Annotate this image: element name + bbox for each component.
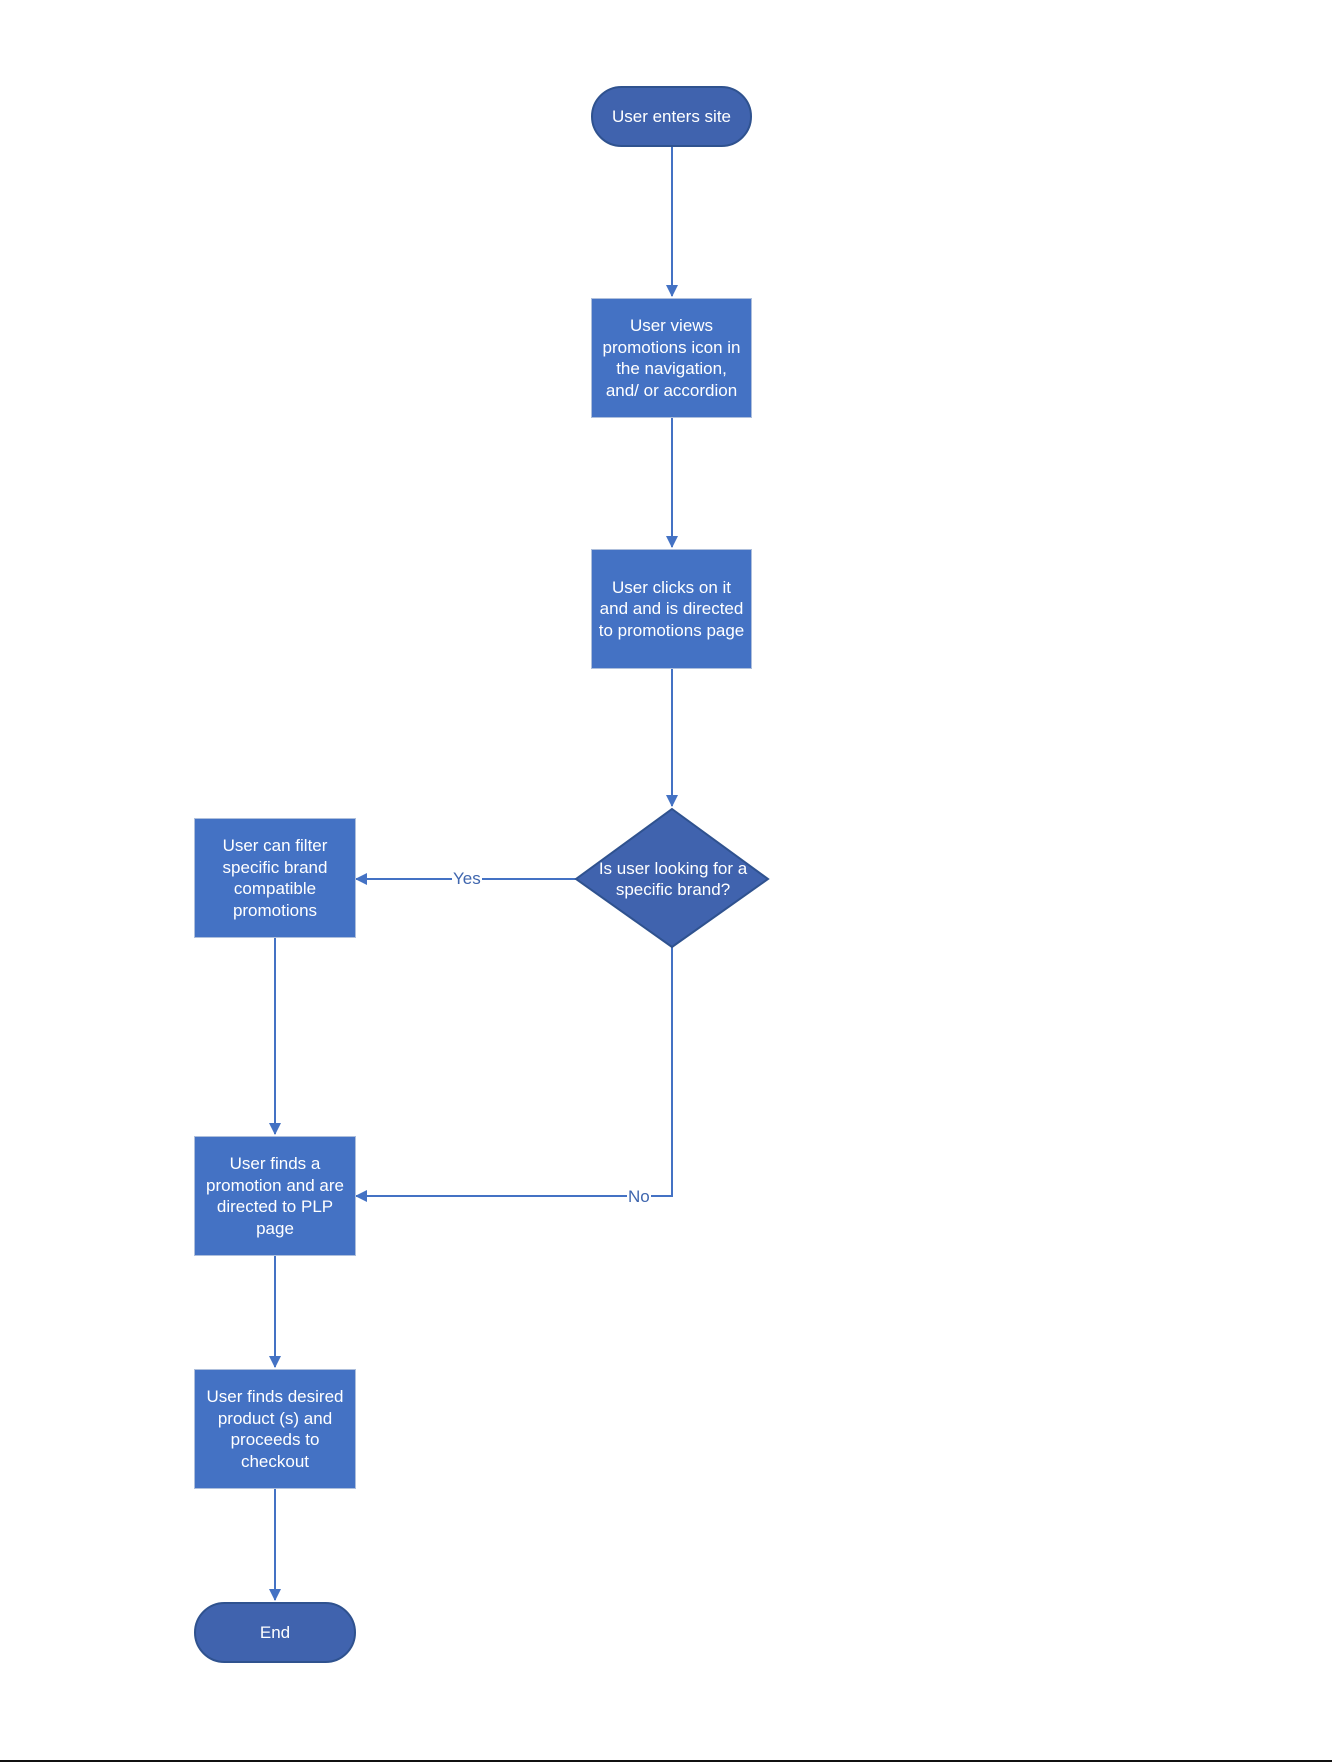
checkout-step[interactable]: User finds desired product (s) and proce… — [194, 1369, 356, 1489]
find-promotion-step-label: User finds a promotion and are directed … — [206, 1154, 344, 1238]
click-promotions-step-label: User clicks on it and and is directed to… — [598, 577, 745, 640]
view-promotions-step-label: User views promotions icon in the naviga… — [602, 316, 741, 400]
end-terminal[interactable]: End — [194, 1602, 356, 1663]
no-edge-label: No — [627, 1187, 651, 1207]
find-promotion-step[interactable]: User finds a promotion and are directed … — [194, 1136, 356, 1256]
start-terminal-label: User enters site — [611, 106, 732, 126]
yes-edge-label: Yes — [452, 869, 482, 889]
brand-decision-label: Is user looking for a specific brand? — [598, 858, 748, 900]
end-terminal-label: End — [259, 1622, 291, 1642]
decision-diamond[interactable] — [574, 807, 770, 949]
view-promotions-step[interactable]: User views promotions icon in the naviga… — [591, 298, 752, 418]
start-terminal[interactable]: User enters site — [591, 86, 752, 147]
filter-brand-step-label: User can filter specific brand compatibl… — [222, 836, 328, 920]
page-bottom-rule — [0, 1760, 1332, 1762]
click-promotions-step[interactable]: User clicks on it and and is directed to… — [591, 549, 752, 669]
filter-brand-step[interactable]: User can filter specific brand compatibl… — [194, 818, 356, 938]
checkout-step-label: User finds desired product (s) and proce… — [206, 1387, 344, 1471]
connector-decision-no — [355, 947, 673, 1202]
